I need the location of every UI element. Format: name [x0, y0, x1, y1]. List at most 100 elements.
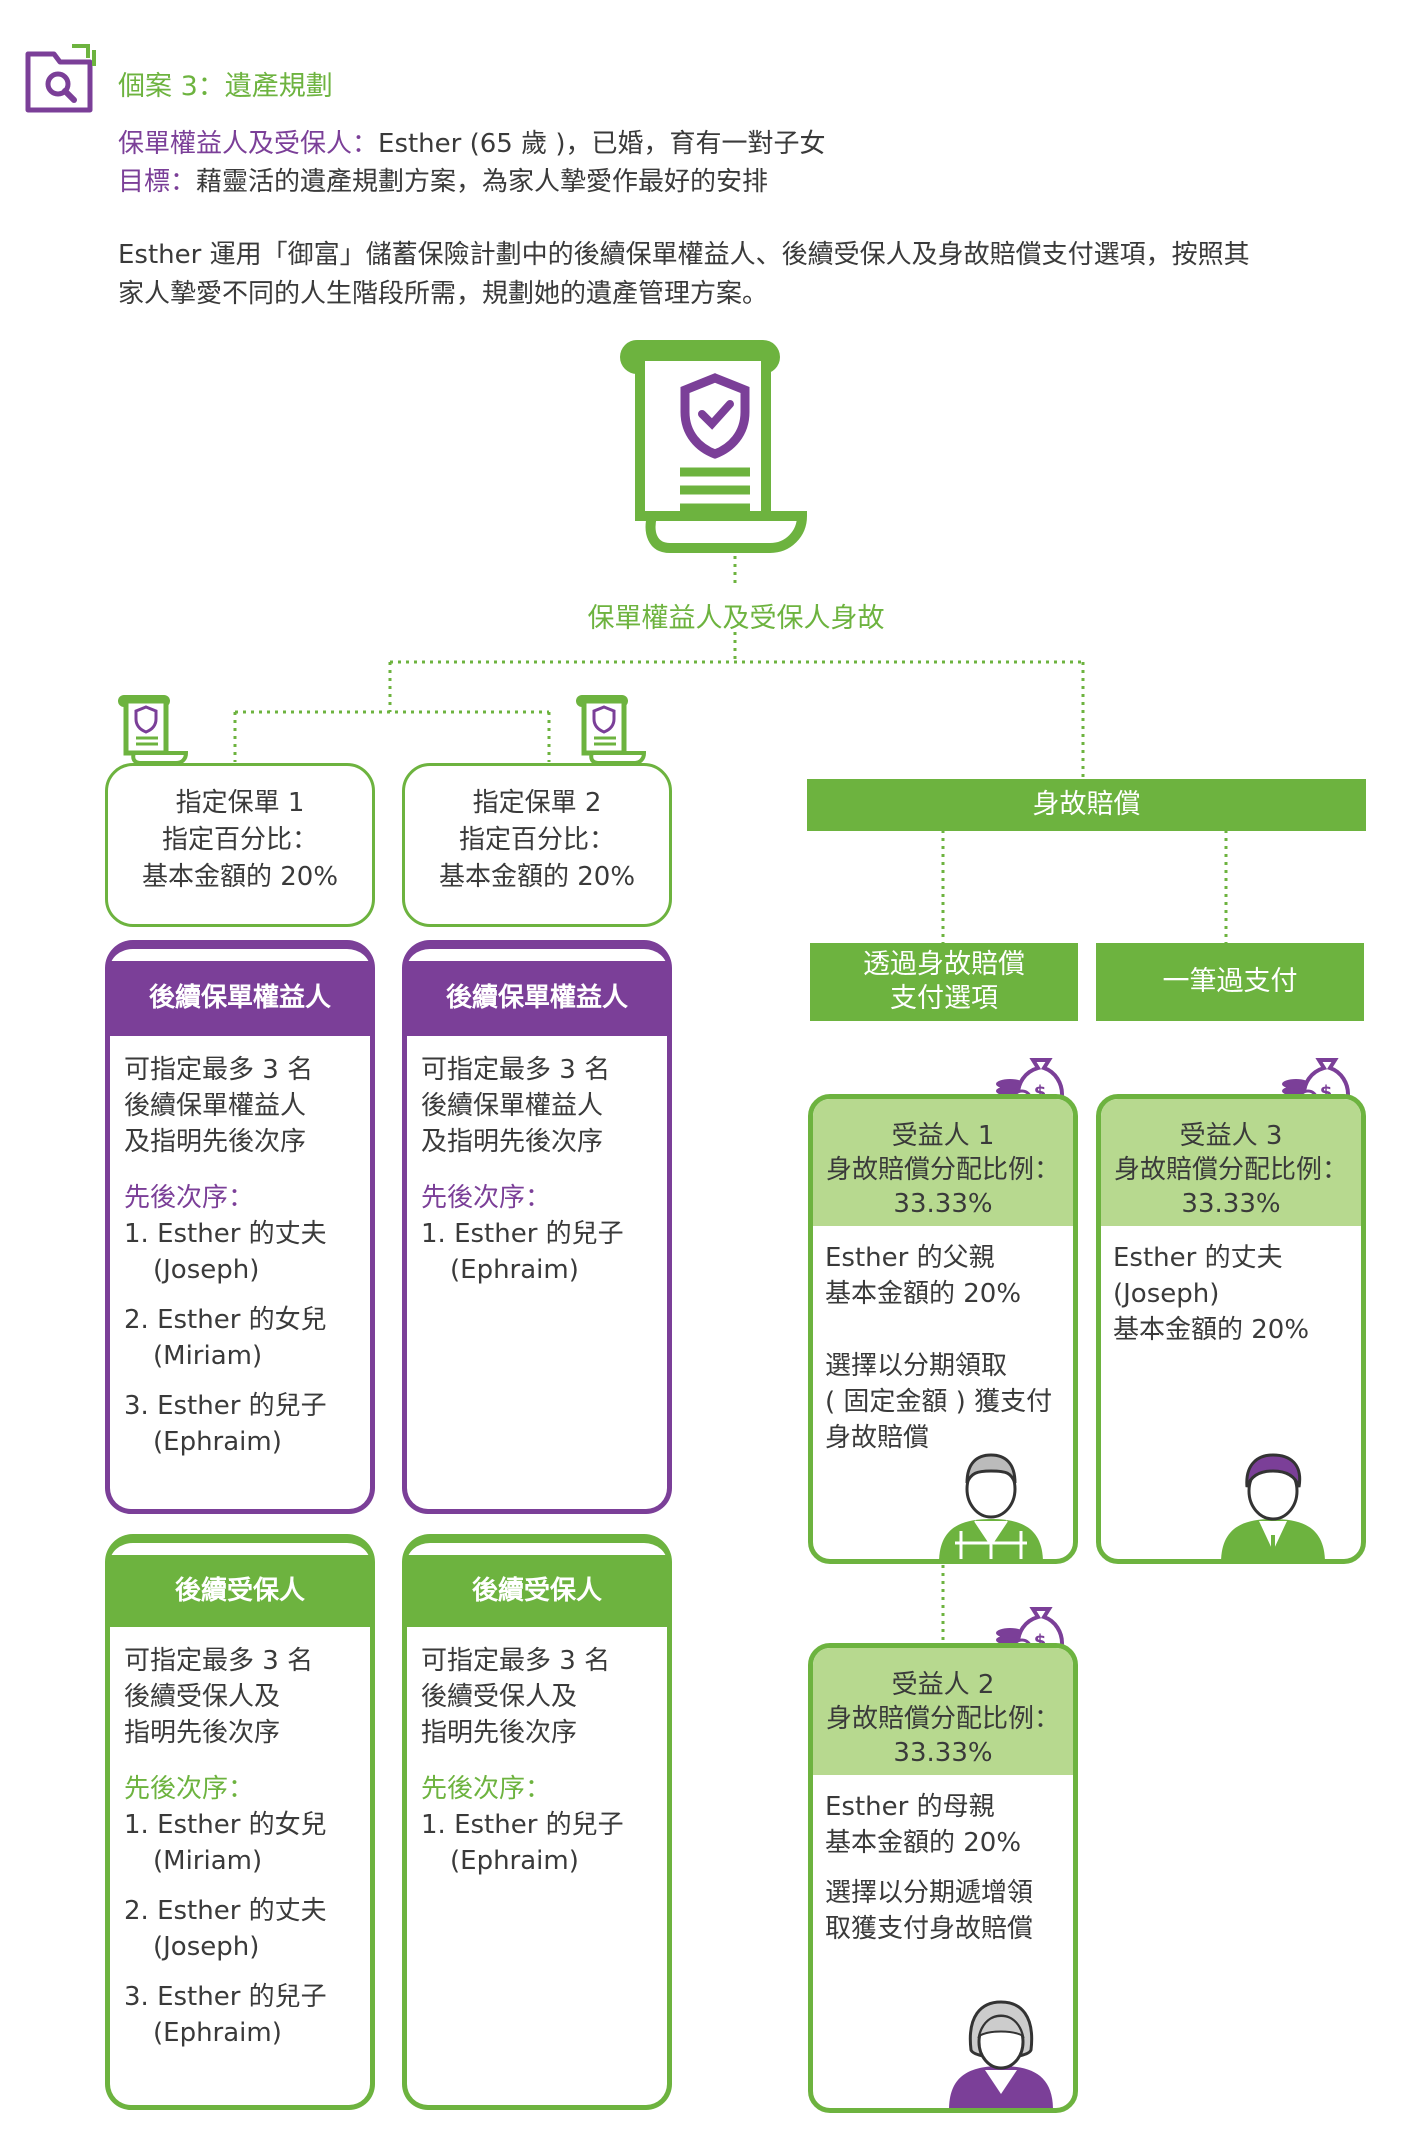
- order-item: 1. Esther 的兒子 (Ephraim): [421, 1216, 667, 1288]
- card-title: 後續受保人: [110, 1555, 370, 1627]
- beneficiary-line: ( 固定金額 ) 獲支付: [825, 1387, 1053, 1417]
- goal-label: 目標：: [118, 167, 197, 197]
- policy-2-scroll-icon: [576, 695, 647, 765]
- holder-value: Esther (65 歲 )，已婚，育有一對子女: [378, 129, 826, 159]
- root-label: 保單權益人及受保人身故: [587, 603, 885, 634]
- order-item-person: (Miriam): [153, 1846, 263, 1876]
- order-item-name: 1. Esther 的女兒: [124, 1810, 327, 1840]
- elderly-woman-icon: [949, 2000, 1053, 2108]
- order-item-person: (Ephraim): [153, 2018, 282, 2048]
- policy-percent-value: 基本金額的 20%: [141, 862, 339, 892]
- order-item: 3. Esther 的兒子 (Ephraim): [124, 1388, 370, 1460]
- order-label: 先後次序：: [124, 1774, 255, 1804]
- order-item-name: 3. Esther 的兒子: [124, 1982, 327, 2012]
- beneficiary-head: 受益人 2 身故賠償分配比例： 33.33%: [813, 1648, 1073, 1775]
- beneficiary-line: 基本金額的 20%: [825, 1828, 1022, 1858]
- case-title: 個案 3：遺產規劃: [118, 71, 333, 102]
- holder-line: 保單權益人及受保人：Esther (65 歲 )，已婚，育有一對子女: [118, 123, 826, 160]
- card-desc-line: 後續保單權益人: [421, 1091, 604, 1121]
- successor-insured-card-2: 後續受保人 可指定最多 3 名 後續受保人及 指明先後次序 先後次序： 1. E…: [402, 1534, 672, 2110]
- card-desc-line: 可指定最多 3 名: [124, 1646, 314, 1676]
- order-item-name: 1. Esther 的丈夫: [124, 1219, 327, 1249]
- beneficiary-line: 取獲支付身故賠償: [825, 1914, 1034, 1944]
- beneficiary-1-card: 受益人 1 身故賠償分配比例： 33.33% Esther 的父親 基本金額的 …: [808, 1094, 1078, 1564]
- card-title: 後續保單權益人: [110, 961, 370, 1036]
- beneficiary-ratio-label: 身故賠償分配比例：: [825, 1704, 1060, 1734]
- case-folder-search-icon: [25, 44, 96, 113]
- card-desc-line: 指明先後次序: [124, 1718, 281, 1748]
- beneficiary-ratio-value: 33.33%: [1181, 1189, 1281, 1219]
- beneficiary-title: 受益人 1: [891, 1121, 995, 1151]
- beneficiary-line: (Joseph): [1113, 1279, 1220, 1309]
- order-item: 2. Esther 的丈夫 (Joseph): [124, 1893, 370, 1965]
- goal-value: 藉靈活的遺產規劃方案，為家人摯愛作最好的安排: [196, 167, 769, 197]
- card-desc-line: 指明先後次序: [421, 1718, 578, 1748]
- policy-name: 指定保單 1: [175, 788, 305, 818]
- policy-percent-label: 指定百分比：: [161, 825, 318, 855]
- order-item-name: 2. Esther 的女兒: [124, 1305, 327, 1335]
- paragraph-line: 家人摯愛不同的人生階段所需，規劃她的遺產管理方案。: [118, 279, 769, 309]
- card-desc-line: 後續受保人及: [421, 1682, 578, 1712]
- order-item-person: (Ephraim): [153, 1427, 282, 1457]
- order-item: 1. Esther 的丈夫 (Joseph): [124, 1216, 370, 1288]
- card-desc-line: 可指定最多 3 名: [124, 1055, 314, 1085]
- payment-option-line: 支付選項: [890, 983, 998, 1014]
- beneficiary-line: 身故賠償: [825, 1423, 930, 1453]
- lump-sum-bar: 一筆過支付: [1096, 943, 1364, 1021]
- order-item-name: 1. Esther 的兒子: [421, 1219, 624, 1249]
- policy-scroll-icon: [620, 340, 808, 553]
- beneficiary-ratio-value: 33.33%: [893, 1738, 993, 1768]
- policy-name: 指定保單 2: [472, 788, 602, 818]
- order-item-person: (Joseph): [153, 1255, 260, 1285]
- beneficiary-3-card: 受益人 3 身故賠償分配比例： 33.33% Esther 的丈夫 (Josep…: [1096, 1094, 1366, 1564]
- order-item-name: 1. Esther 的兒子: [421, 1810, 624, 1840]
- policy-percent-value: 基本金額的 20%: [438, 862, 636, 892]
- order-item: 2. Esther 的女兒 (Miriam): [124, 1302, 370, 1374]
- order-label: 先後次序：: [421, 1183, 552, 1213]
- policy-1-box: 指定保單 1 指定百分比： 基本金額的 20%: [105, 763, 375, 927]
- beneficiary-line: 基本金額的 20%: [1113, 1315, 1310, 1345]
- paragraph-line: Esther 運用「御富」儲蓄保險計劃中的後續保單權益人、後續受保人及身故賠償支…: [118, 240, 1250, 270]
- policy-percent-label: 指定百分比：: [458, 825, 615, 855]
- beneficiary-line: Esther 的丈夫: [1113, 1243, 1283, 1273]
- card-desc-line: 及指明先後次序: [124, 1127, 307, 1157]
- card-title: 後續受保人: [407, 1555, 667, 1627]
- holder-label: 保單權益人及受保人：: [118, 129, 379, 159]
- beneficiary-head: 受益人 1 身故賠償分配比例： 33.33%: [813, 1099, 1073, 1226]
- beneficiary-line: Esther 的父親: [825, 1243, 995, 1273]
- payment-option-bar: 透過身故賠償 支付選項: [810, 943, 1078, 1021]
- order-item-person: (Ephraim): [450, 1846, 579, 1876]
- successor-owner-card-2: 後續保單權益人 可指定最多 3 名 後續保單權益人 及指明先後次序 先後次序： …: [402, 940, 672, 1514]
- order-item: 3. Esther 的兒子 (Ephraim): [124, 1979, 370, 2051]
- beneficiary-ratio-label: 身故賠償分配比例：: [825, 1155, 1060, 1185]
- successor-owner-card-1: 後續保單權益人 可指定最多 3 名 後續保單權益人 及指明先後次序 先後次序： …: [105, 940, 375, 1514]
- beneficiary-head: 受益人 3 身故賠償分配比例： 33.33%: [1101, 1099, 1361, 1226]
- death-benefit-bar: 身故賠償: [807, 779, 1366, 831]
- order-item: 1. Esther 的女兒 (Miriam): [124, 1807, 370, 1879]
- policy-1-scroll-icon: [118, 695, 189, 765]
- beneficiary-2-card: 受益人 2 身故賠償分配比例： 33.33% Esther 的母親 基本金額的 …: [808, 1643, 1078, 2113]
- card-title: 後續保單權益人: [407, 961, 667, 1036]
- beneficiary-line: Esther 的母親: [825, 1792, 995, 1822]
- card-desc-line: 後續受保人及: [124, 1682, 281, 1712]
- beneficiary-ratio-label: 身故賠償分配比例：: [1113, 1155, 1348, 1185]
- man-icon: [1221, 1453, 1325, 1559]
- elderly-man-icon: [939, 1453, 1043, 1559]
- order-item-person: (Ephraim): [450, 1255, 579, 1285]
- order-item: 1. Esther 的兒子 (Ephraim): [421, 1807, 667, 1879]
- order-item-name: 3. Esther 的兒子: [124, 1391, 327, 1421]
- beneficiary-line: 選擇以分期領取: [825, 1351, 1008, 1381]
- order-label: 先後次序：: [124, 1183, 255, 1213]
- payment-option-line: 透過身故賠償: [863, 949, 1025, 980]
- card-desc-line: 後續保單權益人: [124, 1091, 307, 1121]
- beneficiary-line: 選擇以分期遞增領: [825, 1878, 1034, 1908]
- order-item-name: 2. Esther 的丈夫: [124, 1896, 327, 1926]
- beneficiary-title: 受益人 3: [1179, 1121, 1283, 1151]
- order-item-person: (Miriam): [153, 1341, 263, 1371]
- order-item-person: (Joseph): [153, 1932, 260, 1962]
- policy-2-box: 指定保單 2 指定百分比： 基本金額的 20%: [402, 763, 672, 927]
- card-desc-line: 可指定最多 3 名: [421, 1055, 611, 1085]
- beneficiary-title: 受益人 2: [891, 1670, 995, 1700]
- beneficiary-ratio-value: 33.33%: [893, 1189, 993, 1219]
- successor-insured-card-1: 後續受保人 可指定最多 3 名 後續受保人及 指明先後次序 先後次序： 1. E…: [105, 1534, 375, 2110]
